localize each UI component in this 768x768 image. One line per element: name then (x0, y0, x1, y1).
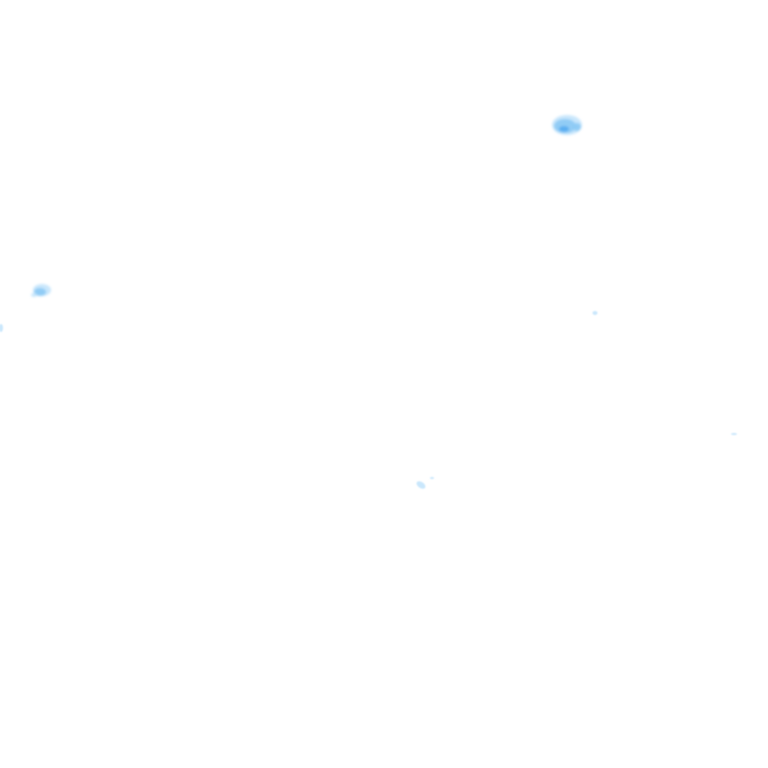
precipitation-speck-east (592, 311, 598, 315)
precipitation-speck-far-east (731, 433, 737, 435)
precipitation-speck-south (416, 477, 434, 489)
precipitation-speck-west-edge (0, 324, 3, 332)
precipitation-cell-northeast (552, 115, 582, 135)
precipitation-cell-west (31, 284, 51, 297)
